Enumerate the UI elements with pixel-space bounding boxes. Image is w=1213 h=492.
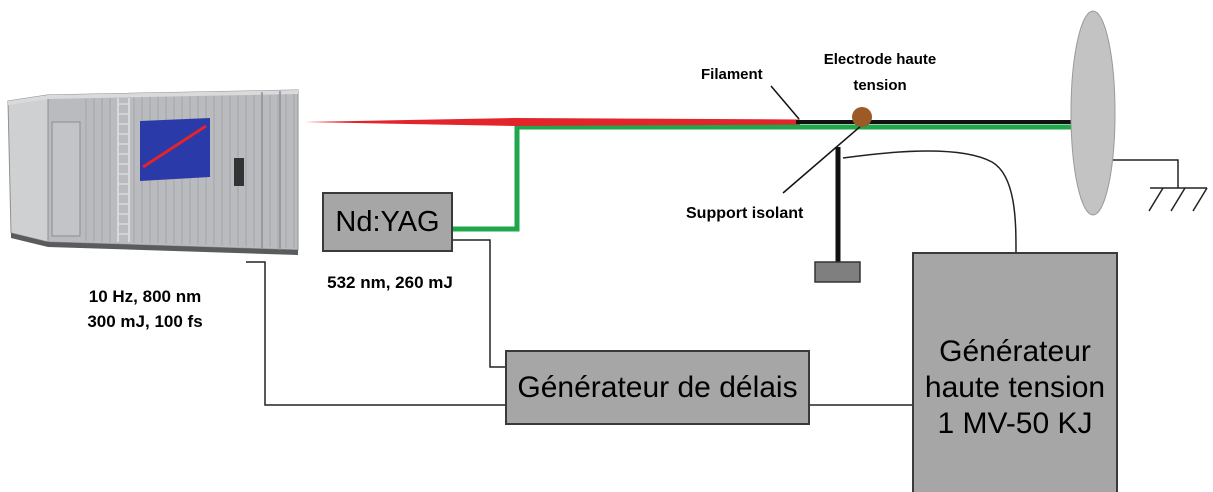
delay-generator-box: Générateur de délais bbox=[505, 350, 810, 425]
wire-ndyag-to-delay bbox=[452, 240, 505, 367]
laser-container bbox=[8, 90, 298, 255]
ndyag-laser-box: Nd:YAG bbox=[322, 192, 453, 252]
delay-generator-label: Générateur de délais bbox=[517, 371, 797, 405]
ndyag-label: Nd:YAG bbox=[335, 206, 439, 239]
support-diagonal bbox=[783, 125, 862, 193]
ground-hatch bbox=[1149, 188, 1163, 211]
filament-pointer bbox=[771, 86, 799, 119]
filament-label: Filament bbox=[701, 66, 763, 83]
ground-plate-disc bbox=[1071, 11, 1115, 215]
container-vent-grill bbox=[234, 158, 244, 186]
hv-label-line1: Générateur bbox=[914, 334, 1116, 370]
hv-label-line3: 1 MV-50 KJ bbox=[914, 406, 1116, 442]
ground-lead bbox=[1113, 160, 1178, 188]
electrode-label-line2: tension bbox=[812, 73, 948, 99]
support-label: Support isolant bbox=[686, 205, 803, 223]
electrode-label: Electrode haute tension bbox=[812, 47, 948, 99]
ground-symbol bbox=[1113, 160, 1207, 211]
support-base bbox=[815, 262, 860, 282]
hv-generator-box: Générateur haute tension 1 MV-50 KJ bbox=[912, 252, 1118, 492]
laser-specs-line2: 300 mJ, 100 fs bbox=[62, 309, 228, 334]
container-end-face bbox=[8, 95, 48, 242]
red-laser-beam bbox=[304, 118, 800, 126]
ndyag-specs-label: 532 nm, 260 mJ bbox=[310, 273, 470, 293]
container-door bbox=[52, 122, 80, 236]
ground-hatch bbox=[1171, 188, 1185, 211]
wire-hv-to-electrode bbox=[843, 151, 1016, 252]
laser-specs-label: 10 Hz, 800 nm 300 mJ, 100 fs bbox=[62, 284, 228, 334]
container-logo-panel bbox=[140, 118, 210, 181]
laser-specs-line1: 10 Hz, 800 nm bbox=[62, 284, 228, 309]
electrode-label-line1: Electrode haute bbox=[812, 47, 948, 73]
ground-hatch bbox=[1193, 188, 1207, 211]
hv-label-line2: haute tension bbox=[914, 370, 1116, 406]
electrode-ball bbox=[852, 107, 872, 127]
